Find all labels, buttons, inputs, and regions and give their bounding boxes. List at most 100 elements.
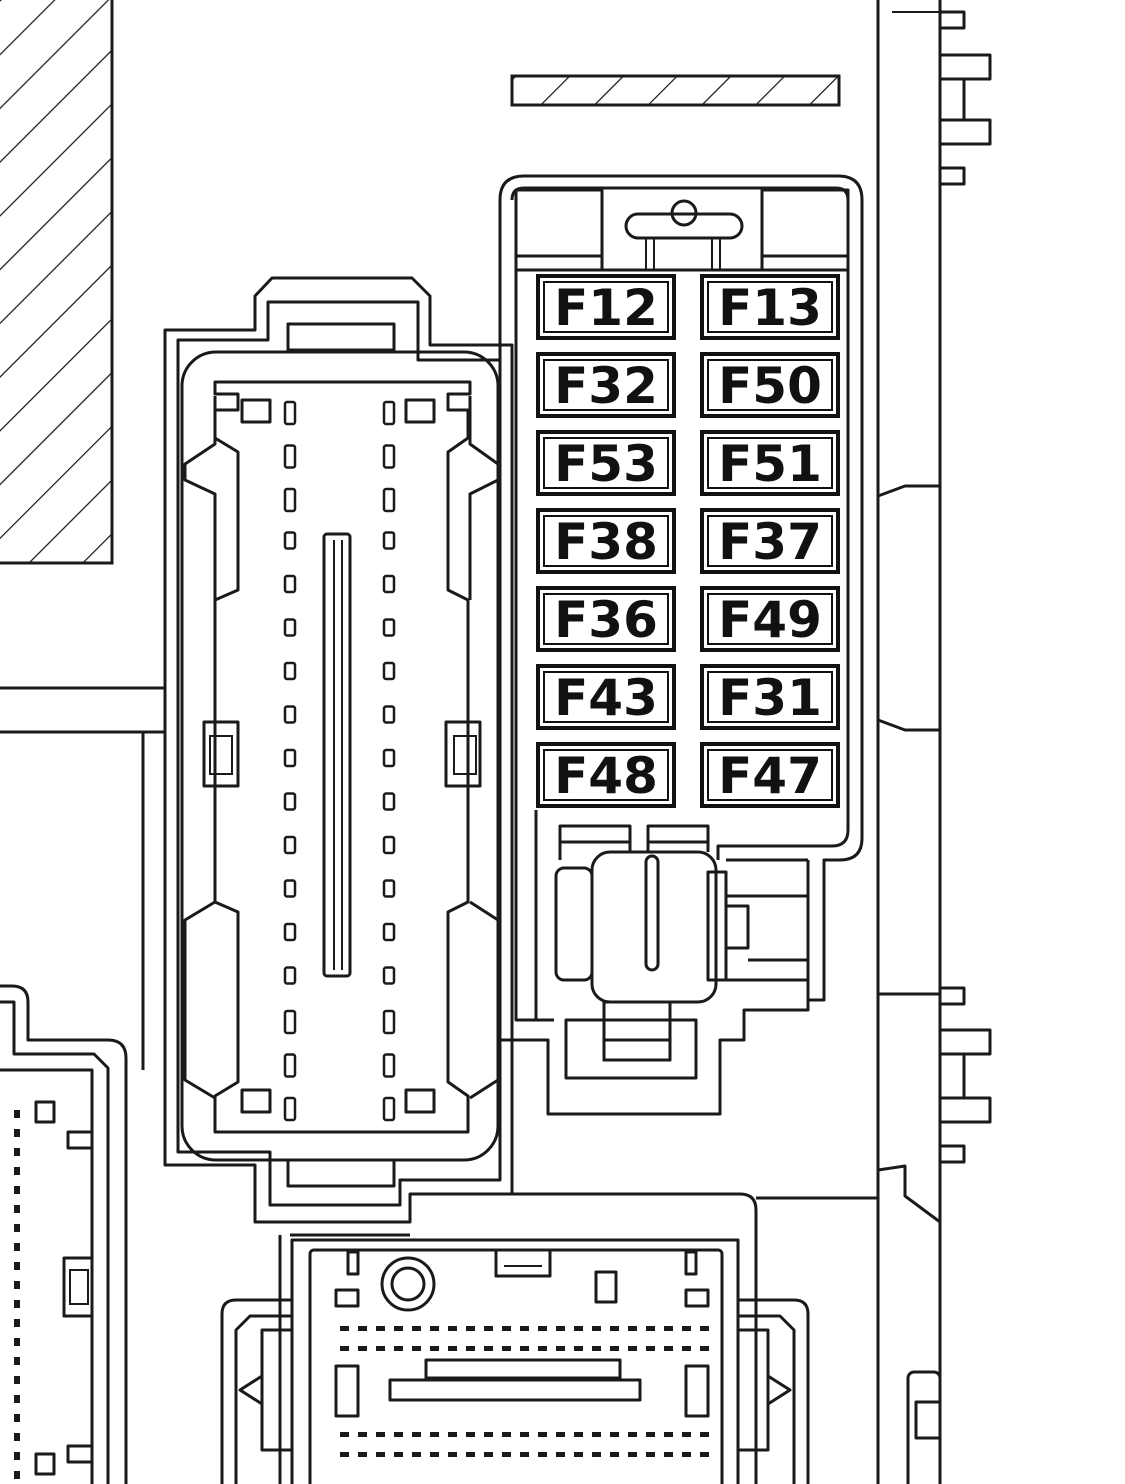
connector-pin — [682, 1326, 691, 1331]
fuse-label: F51 — [718, 435, 822, 493]
fuse-f48[interactable]: F48 — [536, 742, 676, 808]
connector-pin — [382, 400, 396, 426]
connector-pin — [610, 1346, 619, 1351]
connector-pin — [484, 1452, 493, 1457]
connector-pin — [283, 835, 297, 855]
connector-pin — [283, 661, 297, 681]
fuse-f32[interactable]: F32 — [536, 352, 676, 418]
connector-pin — [14, 1129, 20, 1137]
connector-pin — [520, 1452, 529, 1457]
connector-pin — [394, 1432, 403, 1437]
connector-pin — [646, 1452, 655, 1457]
connector-pin — [376, 1432, 385, 1437]
fuse-f13[interactable]: F13 — [700, 274, 840, 340]
connector-pin — [14, 1471, 20, 1479]
fuse-label: F31 — [718, 669, 822, 727]
fuse-label: F50 — [718, 357, 822, 415]
connector-pin — [610, 1432, 619, 1437]
connector-pin — [14, 1319, 20, 1327]
connector-pin — [430, 1326, 439, 1331]
fuse-label: F47 — [718, 747, 822, 805]
connector-pin — [14, 1243, 20, 1251]
connector-pin — [556, 1326, 565, 1331]
fuse-f36[interactable]: F36 — [536, 586, 676, 652]
connector-pin — [556, 1432, 565, 1437]
connector-pin — [283, 487, 297, 513]
connector-pin — [382, 1053, 396, 1078]
connector-pin — [382, 835, 396, 855]
connector-pin — [382, 1009, 396, 1035]
left-rail — [0, 686, 165, 1070]
connector-pin — [610, 1326, 619, 1331]
connector-pin — [646, 1432, 655, 1437]
connector-pin — [502, 1432, 511, 1437]
connector-pin — [283, 400, 297, 426]
connector-pin — [430, 1346, 439, 1351]
connector-pin — [14, 1300, 20, 1308]
connector-pin — [382, 1096, 396, 1122]
fuse-f53[interactable]: F53 — [536, 430, 676, 496]
connector-pin — [520, 1432, 529, 1437]
connector-pin — [394, 1326, 403, 1331]
fuse-f51[interactable]: F51 — [700, 430, 840, 496]
connector-pin — [394, 1346, 403, 1351]
connector-pin — [14, 1414, 20, 1422]
fuse-label: F12 — [554, 279, 658, 337]
connector-pin — [502, 1452, 511, 1457]
connector-pin — [448, 1432, 457, 1437]
housing-right-edge — [876, 0, 992, 1484]
connector-pin — [358, 1432, 367, 1437]
connector-pin — [592, 1346, 601, 1351]
connector-pin — [682, 1432, 691, 1437]
connector-pin — [556, 1452, 565, 1457]
connector-pin — [556, 1346, 565, 1351]
connector-pin — [466, 1346, 475, 1351]
hatched-housing-left — [0, 0, 114, 565]
fuse-f31[interactable]: F31 — [700, 664, 840, 730]
lower-frame — [278, 1192, 878, 1484]
fuse-f50[interactable]: F50 — [700, 352, 840, 418]
fuse-f43[interactable]: F43 — [536, 664, 676, 730]
connector-pin — [340, 1346, 349, 1351]
fuse-f37[interactable]: F37 — [700, 508, 840, 574]
connector-pin — [283, 966, 297, 985]
fuse-label: F49 — [718, 591, 822, 649]
connector-pin — [700, 1432, 709, 1437]
connector-pin — [664, 1346, 673, 1351]
connector-pin — [592, 1452, 601, 1457]
connector-pin — [14, 1433, 20, 1441]
connector-pin — [283, 792, 297, 811]
connector-pin — [538, 1452, 547, 1457]
connector-pin — [14, 1376, 20, 1384]
connector-pin — [664, 1326, 673, 1331]
connector-pin — [574, 1432, 583, 1437]
connector-pin — [520, 1346, 529, 1351]
fuse-label: F36 — [554, 591, 658, 649]
fuse-label: F37 — [718, 513, 822, 571]
connector-pin — [283, 922, 297, 942]
connector-pin — [283, 1009, 297, 1035]
fuse-f12[interactable]: F12 — [536, 274, 676, 340]
connector-pin — [520, 1326, 529, 1331]
connector-pin — [382, 444, 396, 469]
connector-pin — [14, 1395, 20, 1403]
connector-pin — [376, 1452, 385, 1457]
connector-pin — [628, 1326, 637, 1331]
connector-pin — [484, 1432, 493, 1437]
connector-pin — [484, 1346, 493, 1351]
connector-pin — [376, 1326, 385, 1331]
connector-pin — [592, 1326, 601, 1331]
connector-pin — [682, 1346, 691, 1351]
fuse-f49[interactable]: F49 — [700, 586, 840, 652]
connector-pin — [628, 1346, 637, 1351]
connector-pin — [14, 1110, 20, 1118]
connector-pin — [574, 1326, 583, 1331]
fuse-label: F38 — [554, 513, 658, 571]
fuse-f38[interactable]: F38 — [536, 508, 676, 574]
connector-pin — [538, 1346, 547, 1351]
connector-pin — [466, 1452, 475, 1457]
connector-pin — [382, 879, 396, 898]
fuse-f47[interactable]: F47 — [700, 742, 840, 808]
